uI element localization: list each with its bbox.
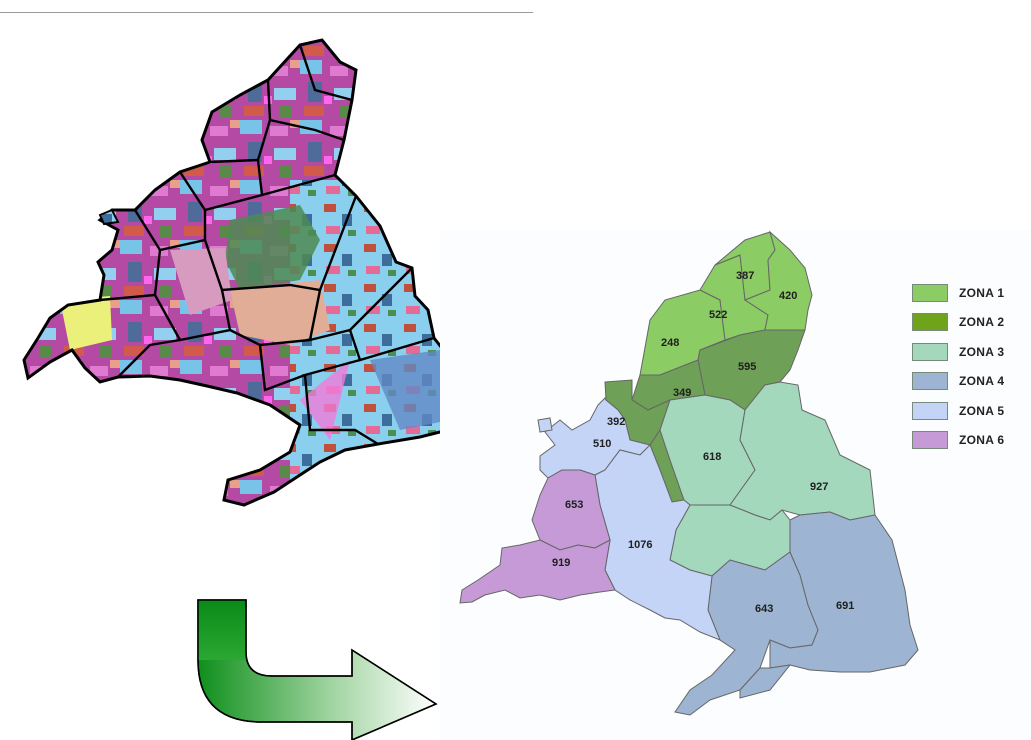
zone-labels: 387 420 522 248 595 349 392 510 618 927 … bbox=[552, 270, 854, 615]
label-387: 387 bbox=[736, 270, 754, 282]
legend-swatch bbox=[912, 342, 948, 361]
label-420: 420 bbox=[779, 290, 797, 302]
label-653: 653 bbox=[565, 499, 583, 511]
legend-item-zona-6: ZONA 6 bbox=[912, 426, 1022, 456]
label-349: 349 bbox=[673, 387, 691, 399]
label-643: 643 bbox=[755, 603, 773, 615]
top-divider bbox=[0, 12, 533, 13]
label-919: 919 bbox=[552, 557, 570, 569]
zone-legend: ZONA 1 ZONA 2 ZONA 3 ZONA 4 ZONA 5 ZONA … bbox=[912, 278, 1022, 455]
label-618: 618 bbox=[703, 451, 721, 463]
legend-label: ZONA 3 bbox=[959, 344, 1005, 359]
zone-691 bbox=[769, 511, 919, 673]
legend-item-zona-5: ZONA 5 bbox=[912, 396, 1022, 426]
label-1076: 1076 bbox=[628, 539, 652, 551]
label-510: 510 bbox=[593, 438, 611, 450]
legend-label: ZONA 2 bbox=[959, 315, 1005, 330]
legend-label: ZONA 4 bbox=[959, 374, 1005, 389]
legend-label: ZONA 6 bbox=[959, 433, 1005, 448]
legend-item-zona-2: ZONA 2 bbox=[912, 308, 1022, 338]
legend-item-zona-1: ZONA 1 bbox=[912, 278, 1022, 308]
label-691: 691 bbox=[836, 600, 854, 612]
legend-swatch bbox=[912, 401, 948, 420]
legend-swatch bbox=[912, 372, 948, 391]
legend-swatch bbox=[912, 431, 948, 450]
legend-item-zona-4: ZONA 4 bbox=[912, 367, 1022, 397]
label-595: 595 bbox=[738, 361, 756, 373]
legend-swatch bbox=[912, 313, 948, 332]
legend-label: ZONA 1 bbox=[959, 285, 1005, 300]
zone-919 bbox=[459, 539, 616, 604]
left-land-cover-map bbox=[22, 38, 457, 507]
label-248: 248 bbox=[661, 337, 679, 349]
label-392: 392 bbox=[607, 416, 625, 428]
label-522: 522 bbox=[709, 309, 727, 321]
legend-item-zona-3: ZONA 3 bbox=[912, 337, 1022, 367]
label-927: 927 bbox=[810, 481, 828, 493]
curved-arrow-icon bbox=[197, 599, 438, 740]
legend-label: ZONA 5 bbox=[959, 403, 1005, 418]
legend-swatch bbox=[912, 283, 948, 302]
